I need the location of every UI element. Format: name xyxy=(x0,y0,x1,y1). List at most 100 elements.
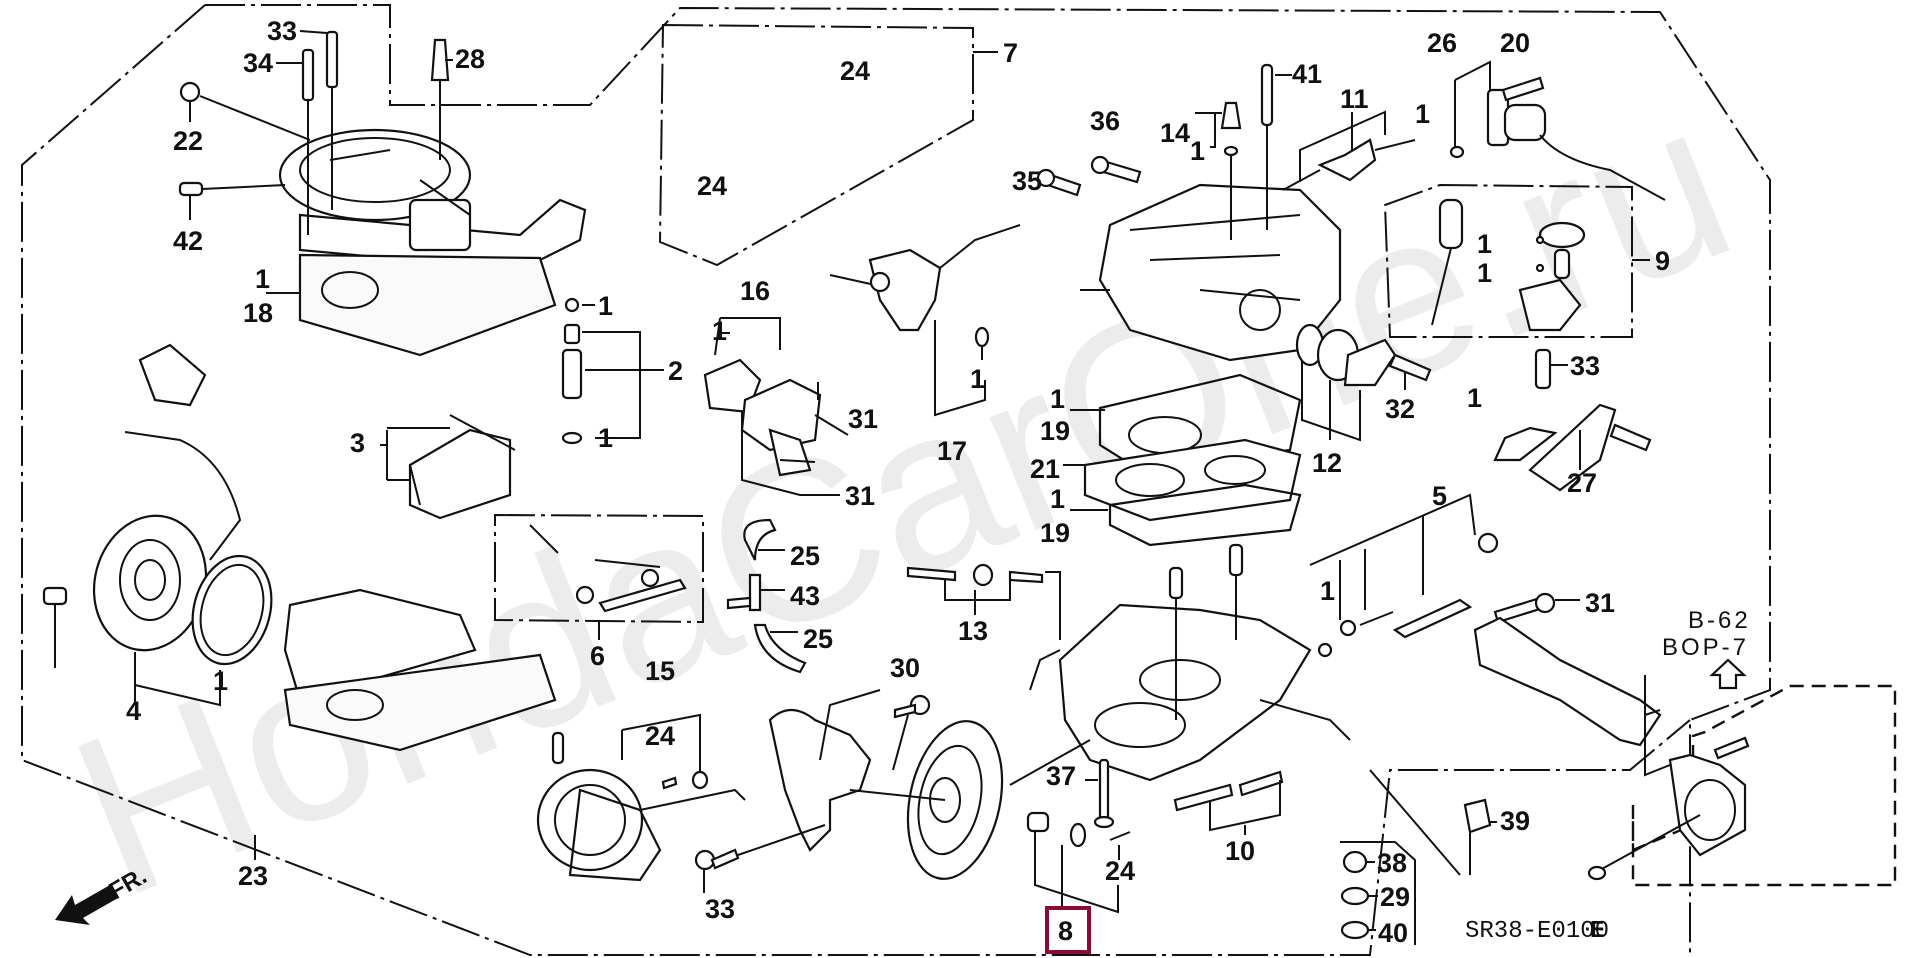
callout-1[interactable]: 1 xyxy=(1467,383,1482,413)
callout-43[interactable]: 43 xyxy=(790,581,820,611)
washer-40 xyxy=(1340,920,1370,940)
callout-23[interactable]: 23 xyxy=(238,861,268,891)
callout-25[interactable]: 25 xyxy=(790,541,820,571)
float-3 xyxy=(380,414,516,520)
callout-1[interactable]: 1 xyxy=(598,291,613,321)
callout-12[interactable]: 12 xyxy=(1312,448,1342,478)
valve-assembly-11 xyxy=(1282,110,1416,191)
callout-18[interactable]: 18 xyxy=(243,298,273,328)
callout-42[interactable]: 42 xyxy=(173,226,203,256)
power-valve-9 xyxy=(1431,198,1586,332)
callout-40[interactable]: 40 xyxy=(1378,918,1408,948)
callout-22[interactable]: 22 xyxy=(173,126,203,156)
callout-labels: 33 34 28 22 42 1 18 7 24 24 36 35 14 1 4… xyxy=(126,16,1670,948)
callout-9[interactable]: 9 xyxy=(1655,246,1670,276)
callout-1[interactable]: 1 xyxy=(1415,99,1430,129)
callout-16[interactable]: 16 xyxy=(740,276,770,306)
callout-21[interactable]: 21 xyxy=(1030,454,1060,484)
callout-7[interactable]: 7 xyxy=(1003,38,1018,68)
o-ring-1 xyxy=(191,554,273,666)
callout-1[interactable]: 1 xyxy=(1050,384,1065,414)
bracket-lower-right xyxy=(1473,616,1662,747)
jet-41 xyxy=(1260,63,1292,230)
callout-1[interactable]: 1 xyxy=(970,364,985,394)
callout-19[interactable]: 19 xyxy=(1040,518,1070,548)
callout-27[interactable]: 27 xyxy=(1567,468,1597,498)
callout-34[interactable]: 34 xyxy=(243,48,273,78)
throttle-body xyxy=(1029,543,1351,782)
callout-24[interactable]: 24 xyxy=(645,721,675,751)
bracket-27 xyxy=(1493,403,1652,492)
screw-42 xyxy=(178,181,286,220)
callout-6[interactable]: 6 xyxy=(590,641,605,671)
callout-31[interactable]: 31 xyxy=(1585,588,1615,618)
choke-housing-17 xyxy=(829,224,1021,417)
mixture-screw-5 xyxy=(1309,493,1499,658)
arrow-up-icon xyxy=(1709,658,1747,690)
callout-24[interactable]: 24 xyxy=(697,171,727,201)
drawing-suffix: E xyxy=(1590,918,1604,945)
jet-28 xyxy=(430,38,450,160)
cross-reference-b62[interactable]: B-62 xyxy=(1688,607,1751,634)
callout-1[interactable]: 1 xyxy=(1190,136,1205,166)
callout-36[interactable]: 36 xyxy=(1090,106,1120,136)
highlighted-part-box[interactable] xyxy=(1045,906,1091,954)
solenoid-26 xyxy=(1449,60,1666,201)
callout-8-highlighted[interactable]: 8 xyxy=(1058,916,1073,946)
callout-33[interactable]: 33 xyxy=(705,894,735,924)
callout-13[interactable]: 13 xyxy=(958,616,988,646)
callout-14[interactable]: 14 xyxy=(1160,118,1190,148)
screw-spring-10 xyxy=(1173,770,1284,835)
carburetor-main-body xyxy=(1080,183,1342,362)
air-horn-assembly xyxy=(278,128,587,272)
linkage-6 xyxy=(529,524,687,640)
gasket-19-lower xyxy=(1108,483,1302,547)
callout-30[interactable]: 30 xyxy=(890,653,920,683)
callout-37[interactable]: 37 xyxy=(1046,761,1076,791)
callout-1[interactable]: 1 xyxy=(1477,258,1492,288)
cross-reference-bop7[interactable]: BOP-7 xyxy=(1662,634,1749,661)
callout-35[interactable]: 35 xyxy=(1012,166,1042,196)
callout-2[interactable]: 2 xyxy=(668,356,683,386)
callout-33[interactable]: 33 xyxy=(267,16,297,46)
hose-25-upper xyxy=(743,518,777,561)
dashpot-bop7 xyxy=(1587,675,1750,881)
washer-29 xyxy=(1340,886,1370,906)
callout-4[interactable]: 4 xyxy=(126,696,141,726)
callout-1[interactable]: 1 xyxy=(255,264,270,294)
callout-41[interactable]: 41 xyxy=(1292,59,1322,89)
callout-31[interactable]: 31 xyxy=(848,404,878,434)
callout-33[interactable]: 33 xyxy=(1570,351,1600,381)
callout-15[interactable]: 15 xyxy=(645,656,675,686)
callout-31[interactable]: 31 xyxy=(845,481,875,511)
callout-28[interactable]: 28 xyxy=(455,44,485,74)
callout-24[interactable]: 24 xyxy=(1105,856,1135,886)
callout-20[interactable]: 20 xyxy=(1500,28,1530,58)
callout-1[interactable]: 1 xyxy=(598,423,613,453)
group-box-6 xyxy=(494,513,704,624)
assembly-boundary xyxy=(205,4,1771,958)
callout-38[interactable]: 38 xyxy=(1377,848,1407,878)
callout-39[interactable]: 39 xyxy=(1500,806,1530,836)
callout-19[interactable]: 19 xyxy=(1040,416,1070,446)
callout-1[interactable]: 1 xyxy=(1320,576,1335,606)
callout-1[interactable]: 1 xyxy=(213,666,228,696)
front-arrow-icon xyxy=(55,885,118,925)
plug-22 xyxy=(179,81,311,141)
screw-33-lower xyxy=(694,824,826,893)
callout-32[interactable]: 32 xyxy=(1385,394,1415,424)
callout-26[interactable]: 26 xyxy=(1427,28,1457,58)
callout-5[interactable]: 5 xyxy=(1432,481,1447,511)
callout-1[interactable]: 1 xyxy=(712,316,727,346)
callout-1[interactable]: 1 xyxy=(1050,484,1065,514)
screw-31-right xyxy=(1493,592,1556,624)
callout-25[interactable]: 25 xyxy=(803,624,833,654)
callout-10[interactable]: 10 xyxy=(1225,836,1255,866)
callout-3[interactable]: 3 xyxy=(350,428,365,458)
callout-11[interactable]: 11 xyxy=(1340,84,1369,114)
callout-24[interactable]: 24 xyxy=(840,56,870,86)
callout-29[interactable]: 29 xyxy=(1380,882,1410,912)
callout-17[interactable]: 17 xyxy=(937,436,967,466)
callout-1[interactable]: 1 xyxy=(1477,229,1492,259)
